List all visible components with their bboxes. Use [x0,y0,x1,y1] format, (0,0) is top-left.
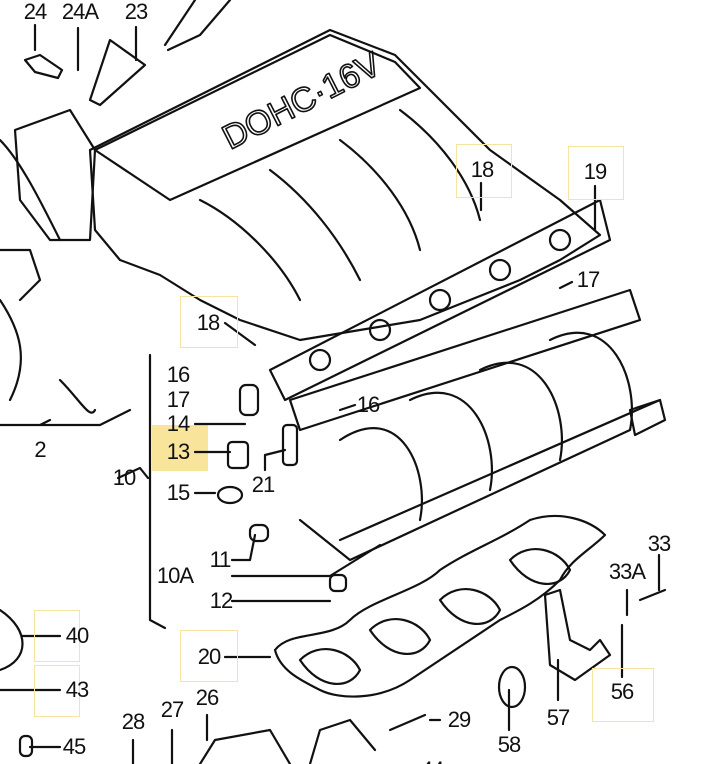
callout-box [592,668,654,722]
callout-lines [0,23,661,764]
callout-17[interactable]: 17 [166,387,191,412]
callout-23[interactable]: 23 [124,0,149,24]
callout-13[interactable]: 13 [166,439,191,464]
callout-58[interactable]: 58 [497,732,522,757]
callout-14[interactable]: 14 [166,411,191,436]
callout-2[interactable]: 2 [34,437,46,462]
callout-40[interactable]: 40 [65,623,90,648]
callout-box [34,610,80,662]
cover-plate [93,33,422,202]
callout-26[interactable]: 26 [195,685,220,710]
bracket-23 [88,38,147,107]
callout-44[interactable]: 44 [421,759,445,764]
idle-valve-57 [543,588,612,682]
callout-box [180,296,238,348]
callout-box [456,144,512,198]
lower-manifold [298,331,662,562]
upper-manifold [88,28,602,342]
callout-56[interactable]: 56 [610,679,635,704]
callout-27[interactable]: 27 [160,697,185,722]
callout-17[interactable]: 17 [576,267,601,292]
flange-gasket-mid [288,288,642,432]
callout-box [34,665,80,717]
callout-11[interactable]: 11 [209,547,232,572]
callout-16[interactable]: 16 [166,362,191,387]
gasket-20 [273,514,607,698]
callout-12[interactable]: 12 [209,588,234,613]
callout-10a[interactable]: 10A [156,563,194,588]
callout-43[interactable]: 43 [65,677,90,702]
callout-16[interactable]: 16 [356,392,381,417]
callout-24[interactable]: 24 [23,0,48,24]
callout-28[interactable]: 28 [121,709,146,734]
callout-box [180,630,238,682]
callout-57[interactable]: 57 [546,705,571,730]
flange-gasket-upper [268,198,612,402]
highlight-part-13 [152,425,208,471]
callout-33[interactable]: 33 [647,531,672,556]
callout-45[interactable]: 45 [62,734,87,759]
callout-10[interactable]: 10 [112,465,137,490]
callout-20[interactable]: 20 [197,644,222,669]
callout-box [568,146,624,200]
callout-18[interactable]: 18 [470,157,495,182]
callout-33a[interactable]: 33A [608,559,646,584]
callout-21[interactable]: 21 [251,472,276,497]
bracket-top [163,0,232,52]
callout-19[interactable]: 19 [583,159,608,184]
callout-24a[interactable]: 24A [61,0,99,24]
callout-18[interactable]: 18 [196,310,221,335]
callout-15[interactable]: 15 [166,480,191,505]
callout-29[interactable]: 29 [447,707,472,732]
bolt-24 [23,53,64,80]
